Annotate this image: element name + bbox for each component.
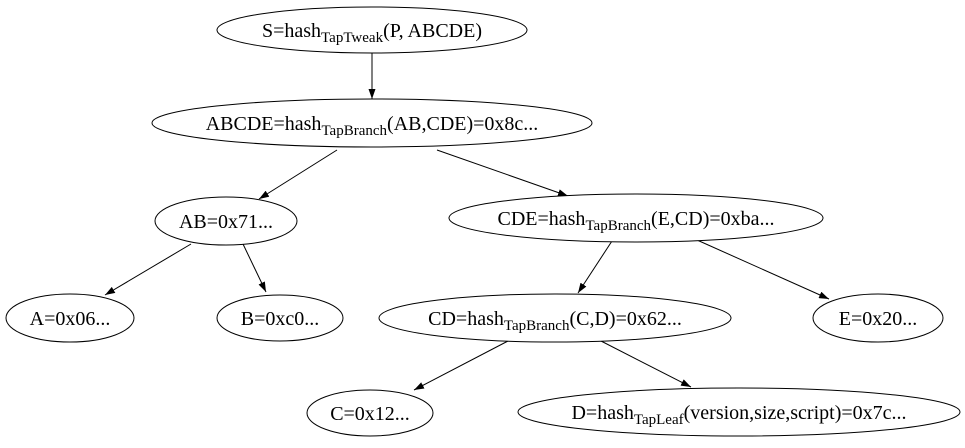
label-text: C=0x12...: [330, 403, 410, 425]
node-CDE-label: CDE=hashTapBranch(E,CD)=0xba...: [497, 208, 774, 234]
edge-CD-to-D: [600, 340, 692, 388]
graph-node-ABCDE: ABCDE=hashTapBranch(AB,CDE)=0x8c...: [151, 98, 593, 148]
node-E-ellipse: [812, 293, 944, 343]
edge-AB-to-A: [104, 243, 192, 296]
node-B-ellipse: [216, 294, 344, 342]
node-A-label: A=0x06...: [30, 308, 111, 330]
label-subscript: TapBranch: [585, 218, 651, 234]
node-S-label: S=hashTapTweak(P, ABCDE): [262, 20, 482, 46]
label-text: CD=hash: [428, 308, 504, 330]
node-CD-label: CD=hashTapBranch(C,D)=0x62...: [428, 308, 682, 334]
edge-CD-to-C: [413, 340, 509, 391]
label-text: (C,D)=0x62...: [569, 308, 681, 330]
node-B-label: B=0xc0...: [241, 308, 320, 330]
label-text: ABCDE=hash: [206, 113, 322, 135]
label-text: E=0x20...: [839, 308, 918, 330]
node-C-ellipse: [306, 389, 434, 437]
graph-node-CDE: CDE=hashTapBranch(E,CD)=0xba...: [448, 193, 824, 243]
node-C-label: C=0x12...: [330, 403, 410, 425]
node-D-ellipse: [517, 387, 961, 437]
label-text: S=hash: [262, 20, 321, 42]
node-CDE-ellipse: [448, 193, 824, 243]
edge-CDE-to-E: [696, 239, 830, 300]
label-text: A=0x06...: [30, 308, 111, 330]
edge-CDE-to-CD: [577, 240, 613, 294]
edge-ABCDE-to-AB: [258, 149, 338, 200]
label-text: D=hash: [571, 402, 633, 424]
node-ABCDE-ellipse: [151, 98, 593, 148]
label-text: CDE=hash: [497, 208, 585, 230]
label-subscript: TapBranch: [321, 123, 387, 139]
graph-node-CD: CD=hashTapBranch(C,D)=0x62...: [378, 293, 732, 343]
label-text: B=0xc0...: [241, 308, 320, 330]
node-D-label: D=hashTapLeaf(version,size,script)=0x7c.…: [571, 402, 906, 428]
graph-node-B: B=0xc0...: [216, 294, 344, 342]
node-AB-label: AB=0x71...: [179, 211, 273, 233]
label-text: (E,CD)=0xba...: [651, 208, 774, 230]
edge-AB-to-B: [242, 243, 267, 293]
label-text: (version,size,script)=0x7c...: [684, 402, 907, 424]
node-S-ellipse: [216, 6, 528, 54]
node-AB-ellipse: [154, 196, 298, 246]
label-subscript: TapTweak: [321, 30, 384, 46]
graph-node-AB: AB=0x71...: [154, 196, 298, 246]
node-ABCDE-label: ABCDE=hashTapBranch(AB,CDE)=0x8c...: [206, 113, 539, 139]
graph-node-C: C=0x12...: [306, 389, 434, 437]
label-text: (P, ABCDE): [383, 20, 482, 42]
node-E-label: E=0x20...: [839, 308, 918, 330]
edge-ABCDE-to-CDE: [436, 149, 569, 197]
label-text: AB=0x71...: [179, 211, 273, 233]
node-CD-ellipse: [378, 293, 732, 343]
graph-node-A: A=0x06...: [5, 293, 135, 343]
graph-node-S: S=hashTapTweak(P, ABCDE): [216, 6, 528, 54]
label-text: (AB,CDE)=0x8c...: [387, 113, 538, 135]
label-subscript: TapLeaf: [634, 412, 684, 428]
node-A-ellipse: [5, 293, 135, 343]
graph-node-D: D=hashTapLeaf(version,size,script)=0x7c.…: [517, 387, 961, 437]
label-subscript: TapBranch: [504, 318, 570, 334]
graph-node-E: E=0x20...: [812, 293, 944, 343]
